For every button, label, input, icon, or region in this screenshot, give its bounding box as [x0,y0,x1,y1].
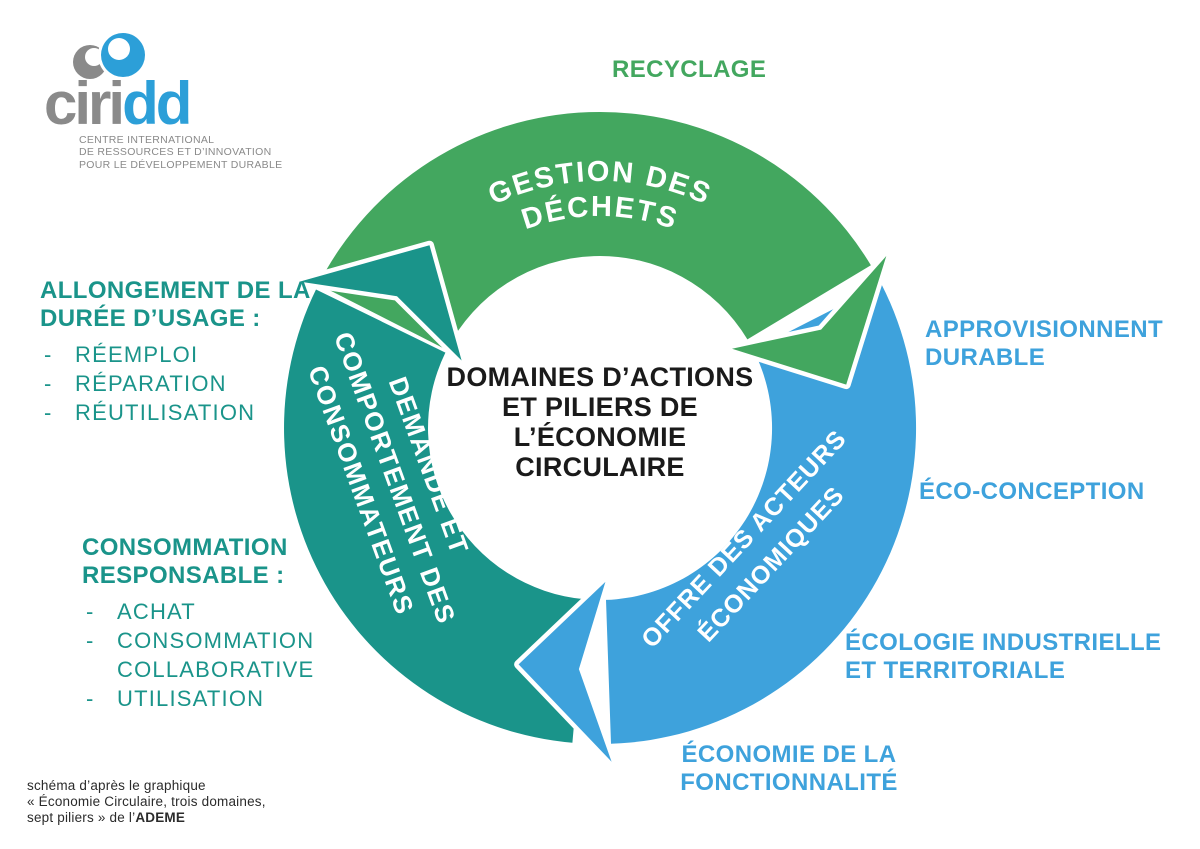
list-item: - RÉEMPLOI [44,340,311,369]
bullet-dash: - [44,342,53,367]
bullet-dash: - [44,400,53,425]
logo-tagline-line3: POUR LE DÉVELOPPEMENT DURABLE [79,158,283,171]
list-item: - RÉPARATION [44,369,311,398]
bullet-dash: - [86,686,95,711]
logo-tagline-line1: CENTRE INTERNATIONAL [79,134,215,146]
center-title-line4: CIRCULAIRE [515,452,685,482]
source-note-line3: sept piliers » de l’ADEME [27,810,266,826]
list-item-label: RÉPARATION [75,371,227,396]
source-note-line2: « Économie Circulaire, trois domaines, [27,794,266,809]
list-item-label: CONSOMMATION [117,628,315,653]
list-item: COLLABORATIVE [86,655,314,684]
pillar-ecologie-line2: ET TERRITORIALE [845,657,1066,684]
pillar-eco-conception: ÉCO-CONCEPTION [919,478,1145,505]
source-note-ademe: ADEME [135,810,186,825]
consumer-demand-arrowhead-icon [295,240,467,365]
center-title-line3: L’ÉCONOMIE [513,422,687,452]
list-item-label: UTILISATION [117,686,265,711]
source-note-line1: schéma d’après le graphique [27,778,206,793]
pillar-approvisionnement-durable: APPROVISIONNENT DURABLE [925,316,1163,372]
list-item-label: ACHAT [117,599,196,624]
list-item-label: COLLABORATIVE [117,657,315,682]
center-title-line1: DOMAINES D’ACTIONS [446,362,754,392]
waste-management-arc [318,111,871,350]
logo-word-gray: ciri [44,70,125,137]
logo-tagline: CENTRE INTERNATIONAL DE RESSOURCES ET D’… [79,134,282,171]
allongement-heading-line1: ALLONGEMENT DE LA [40,277,311,304]
pillar-approvisionnement-line2: DURABLE [925,344,1046,371]
source-note: schéma d’après le graphique « Économie C… [27,778,266,826]
center-title-line2: ET PILIERS DE [502,392,698,422]
consumer-demand-arc [284,289,585,743]
pillar-economie-fonctionnalite: ÉCONOMIE DE LA FONCTIONNALITÉ [680,741,898,797]
bullet-dash: - [86,628,95,653]
bullet-dash: - [86,599,95,624]
pillar-fonctionnalite-line1: ÉCONOMIE DE LA [681,741,897,768]
source-note-line3-text: sept piliers » de l’ [27,810,136,825]
list-item-label: RÉEMPLOI [75,342,199,367]
pillar-consommation-responsable: CONSOMMATION RESPONSABLE : - ACHAT - CON… [82,534,314,713]
pillar-ecologie-line1: ÉCOLOGIE INDUSTRIELLE [845,629,1162,656]
list-item: - ACHAT [86,597,314,626]
list-item: - CONSOMMATION [86,626,314,655]
ciridd-logo: ciridd [44,74,192,134]
center-title: DOMAINES D’ACTIONS ET PILIERS DE L’ÉCONO… [447,362,754,482]
logo-ring-blue-icon [101,33,145,77]
pillar-ecologie-industrielle: ÉCOLOGIE INDUSTRIELLE ET TERRITORIALE [845,629,1161,685]
list-item-label: RÉUTILISATION [75,400,256,425]
consommation-heading-line2: RESPONSABLE : [82,562,285,589]
bullet-dash [86,655,117,684]
allongement-heading-line2: DURÉE D’USAGE : [40,305,261,332]
pillar-fonctionnalite-line2: FONCTIONNALITÉ [680,769,898,796]
pillar-allongement-duree-usage: ALLONGEMENT DE LA DURÉE D’USAGE : - RÉEM… [40,277,311,427]
list-item: - RÉUTILISATION [44,398,311,427]
consommation-heading-line1: CONSOMMATION [82,534,288,561]
list-item: - UTILISATION [86,684,314,713]
waste-management-arrowhead-icon [727,251,891,390]
economic-actors-arc [606,284,917,744]
logo-tagline-line2: DE RESSOURCES ET D’INNOVATION [79,146,272,159]
pillar-approvisionnement-line1: APPROVISIONNENT [925,316,1164,343]
pillar-recyclage: RECYCLAGE [612,56,767,83]
bullet-dash: - [44,371,53,396]
economic-actors-arrowhead-icon [514,577,617,767]
logo-word-blue: dd [122,70,192,137]
